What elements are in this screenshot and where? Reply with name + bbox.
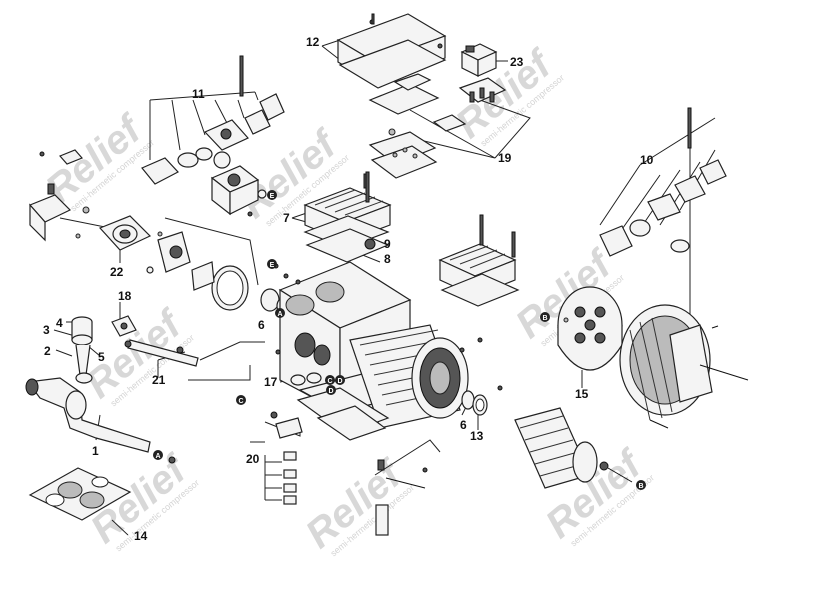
- svg-text:E: E: [270, 262, 275, 269]
- service-valve: [28, 149, 90, 242]
- marker-E: E: [267, 259, 277, 269]
- callout-18: 18: [118, 289, 132, 303]
- marker-C: C: [236, 395, 246, 405]
- callout-6b: 6: [460, 418, 467, 432]
- flange-22: [98, 215, 191, 274]
- callout-12: 12: [306, 35, 320, 49]
- callout-11: 11: [192, 87, 205, 101]
- callout-21: 21: [152, 373, 166, 387]
- callout-1: 1: [92, 444, 99, 458]
- valve-assembly-11: [141, 55, 285, 216]
- oil-pump-21: [124, 339, 199, 367]
- svg-text:C: C: [327, 378, 332, 385]
- callout-13: 13: [470, 429, 484, 443]
- marker-C: C: [325, 375, 335, 385]
- callout-22: 22: [110, 265, 124, 279]
- marker-E: E: [267, 190, 277, 200]
- marker-B: B: [636, 480, 646, 490]
- marker-A: A: [275, 308, 285, 318]
- rotor: [514, 407, 633, 489]
- svg-text:B: B: [542, 315, 547, 322]
- callout-4: 4: [56, 316, 63, 330]
- callout-5: 5: [98, 350, 105, 364]
- sight-glass: [375, 459, 428, 536]
- svg-text:A: A: [155, 453, 160, 460]
- callout-20: 20: [246, 452, 260, 466]
- svg-text:D: D: [337, 378, 342, 385]
- valve-assembly-10: [599, 107, 727, 257]
- callout-7: 7: [283, 211, 290, 225]
- marker-D: D: [326, 385, 336, 395]
- callout-15: 15: [575, 387, 589, 401]
- strainer-20: [270, 411, 303, 505]
- marker-B: B: [540, 312, 550, 322]
- crankshaft-1: [25, 377, 176, 464]
- callout-2: 2: [44, 344, 51, 358]
- cylinder-head-right: [438, 214, 520, 307]
- parts-layer: [25, 13, 749, 536]
- callout-6a: 6: [258, 318, 265, 332]
- svg-text:A: A: [277, 311, 282, 318]
- svg-text:B: B: [638, 483, 643, 490]
- svg-text:D: D: [328, 388, 333, 395]
- marker-D: D: [335, 375, 345, 385]
- sensor-block-18: [111, 315, 137, 337]
- svg-text:E: E: [270, 193, 275, 200]
- watermark: Relief semi-hermetic compressor: [298, 451, 417, 559]
- terminal-box-23: [460, 43, 498, 77]
- callout-14: 14: [134, 529, 148, 543]
- callout-17: 17: [264, 375, 278, 389]
- gasket-ring: [191, 261, 290, 315]
- callout-8: 8: [384, 252, 391, 266]
- connection-markers: A A B B C C D D E E: [153, 190, 646, 490]
- svg-text:C: C: [238, 398, 243, 405]
- callout-numbers: 1 2 3 4 5 6 6 7 8 9 10 11 12 13 14 15 17…: [43, 35, 654, 543]
- bearing-plate-15: [557, 286, 623, 371]
- marker-A: A: [153, 450, 163, 460]
- callout-23: 23: [510, 55, 524, 69]
- motor-end-cover: [619, 304, 749, 429]
- ring-17: [290, 372, 322, 386]
- terminal-plate-19: [368, 73, 507, 179]
- compressor-body: [278, 261, 469, 441]
- cover-plate-12: [336, 13, 447, 89]
- callout-9: 9: [384, 237, 391, 251]
- cylinder-head-left: [303, 171, 392, 263]
- bearing-rings: [461, 390, 488, 416]
- piston-assembly: [71, 316, 93, 384]
- callout-19: 19: [498, 151, 512, 165]
- gasket-set-14: [28, 467, 132, 521]
- callout-3: 3: [43, 323, 50, 337]
- callout-10: 10: [640, 153, 654, 167]
